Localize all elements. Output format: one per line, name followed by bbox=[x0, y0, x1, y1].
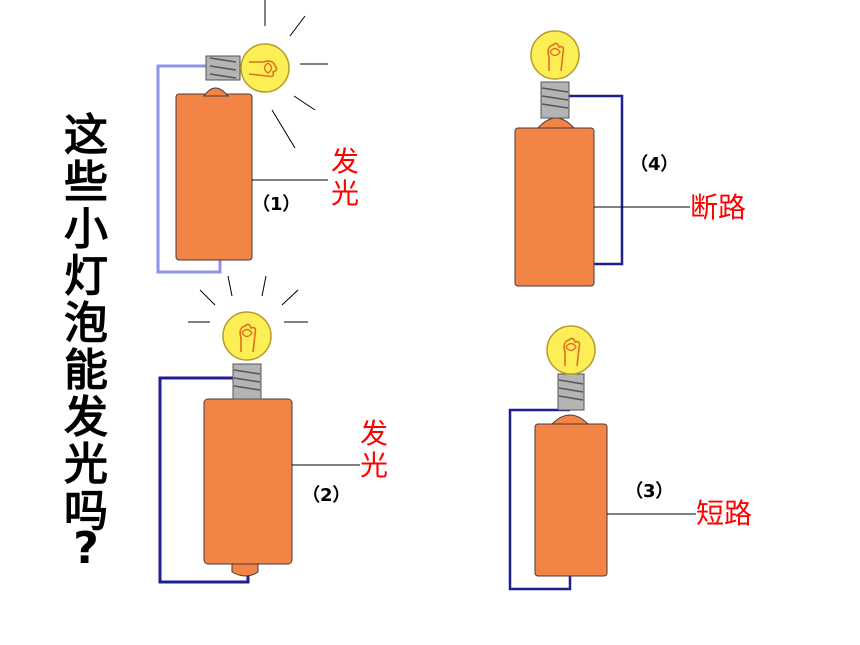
circuit-3-state: 短路 bbox=[696, 497, 753, 530]
circuit-4-label: （4） bbox=[630, 154, 679, 175]
circuit-1 bbox=[156, 0, 328, 274]
title-char: 些 bbox=[64, 157, 108, 208]
title-char: ? bbox=[73, 523, 99, 574]
wire bbox=[563, 94, 624, 266]
circuit-3 bbox=[508, 325, 696, 591]
title-char: 灯 bbox=[64, 251, 108, 302]
question-title: 这 些 小 灯 泡 能 发 光 吗 ? bbox=[58, 112, 114, 572]
title-char: 光 bbox=[64, 439, 108, 490]
battery-terminal bbox=[536, 117, 576, 129]
circuit-2 bbox=[158, 275, 360, 584]
circuit-2-state: 发 光 bbox=[359, 417, 388, 482]
light-rays bbox=[188, 275, 308, 323]
battery-terminal bbox=[203, 87, 230, 97]
circuit-4 bbox=[514, 30, 690, 287]
wire bbox=[158, 376, 250, 584]
battery-terminal bbox=[550, 414, 590, 425]
title-char: 发 bbox=[64, 392, 108, 443]
circuit-2-label: （2） bbox=[302, 485, 351, 506]
bulb bbox=[546, 325, 596, 411]
bulb bbox=[205, 43, 290, 93]
wire bbox=[156, 64, 222, 274]
light-rays bbox=[264, 0, 328, 149]
title-char: 这 bbox=[64, 110, 108, 161]
battery bbox=[534, 423, 608, 577]
title-char: 能 bbox=[64, 345, 108, 396]
battery bbox=[514, 127, 595, 287]
circuit-1-state: 发 光 bbox=[330, 145, 359, 210]
circuit-1-label: （1） bbox=[252, 194, 301, 215]
bulb bbox=[530, 30, 580, 119]
battery bbox=[203, 398, 293, 565]
title-char: 小 bbox=[64, 204, 108, 255]
title-char: 吗 bbox=[64, 486, 108, 537]
title-char: 泡 bbox=[64, 298, 108, 349]
battery-terminal bbox=[231, 563, 259, 577]
bulb bbox=[222, 311, 272, 400]
circuit-4-state: 断路 bbox=[690, 191, 747, 224]
circuit-3-label: （3） bbox=[625, 481, 674, 502]
wire bbox=[508, 408, 572, 591]
battery bbox=[175, 93, 253, 261]
